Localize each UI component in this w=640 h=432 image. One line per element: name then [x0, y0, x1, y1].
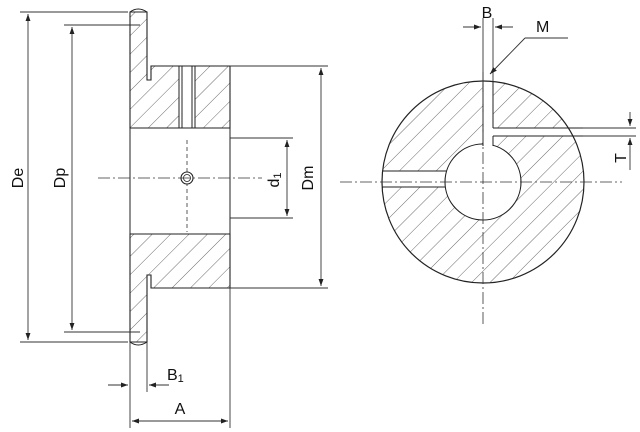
- top-slot: [483, 81, 493, 160]
- top-tooth-tip: [129, 8, 148, 13]
- label-B: B: [482, 5, 493, 22]
- dim-De: De: [10, 11, 128, 343]
- front-view: [340, 72, 622, 325]
- dim-Dp: Dp: [52, 24, 140, 333]
- label-M: M: [536, 19, 549, 36]
- label-Dp: Dp: [52, 168, 69, 189]
- label-A: A: [175, 401, 186, 418]
- bottom-tooth-tip: [129, 341, 148, 346]
- keyway: [483, 137, 493, 147]
- label-B1: B1: [167, 367, 184, 385]
- bore: [130, 128, 230, 234]
- dim-Dm: Dm: [230, 65, 328, 289]
- set-screw-slot: [178, 65, 196, 129]
- dim-B: B: [463, 5, 513, 82]
- dim-A: A: [129, 288, 231, 428]
- side-slot: [382, 171, 450, 187]
- dim-d1: d1: [230, 137, 293, 219]
- lower-section-body: [129, 233, 231, 343]
- label-d1: d1: [266, 172, 284, 187]
- label-De: De: [10, 168, 27, 189]
- dim-B1: B1: [108, 342, 184, 392]
- leader-M: M: [489, 19, 568, 75]
- label-T: T: [613, 153, 630, 163]
- dim-T: T: [583, 112, 636, 170]
- section-view: [98, 8, 262, 346]
- label-Dm: Dm: [300, 166, 317, 191]
